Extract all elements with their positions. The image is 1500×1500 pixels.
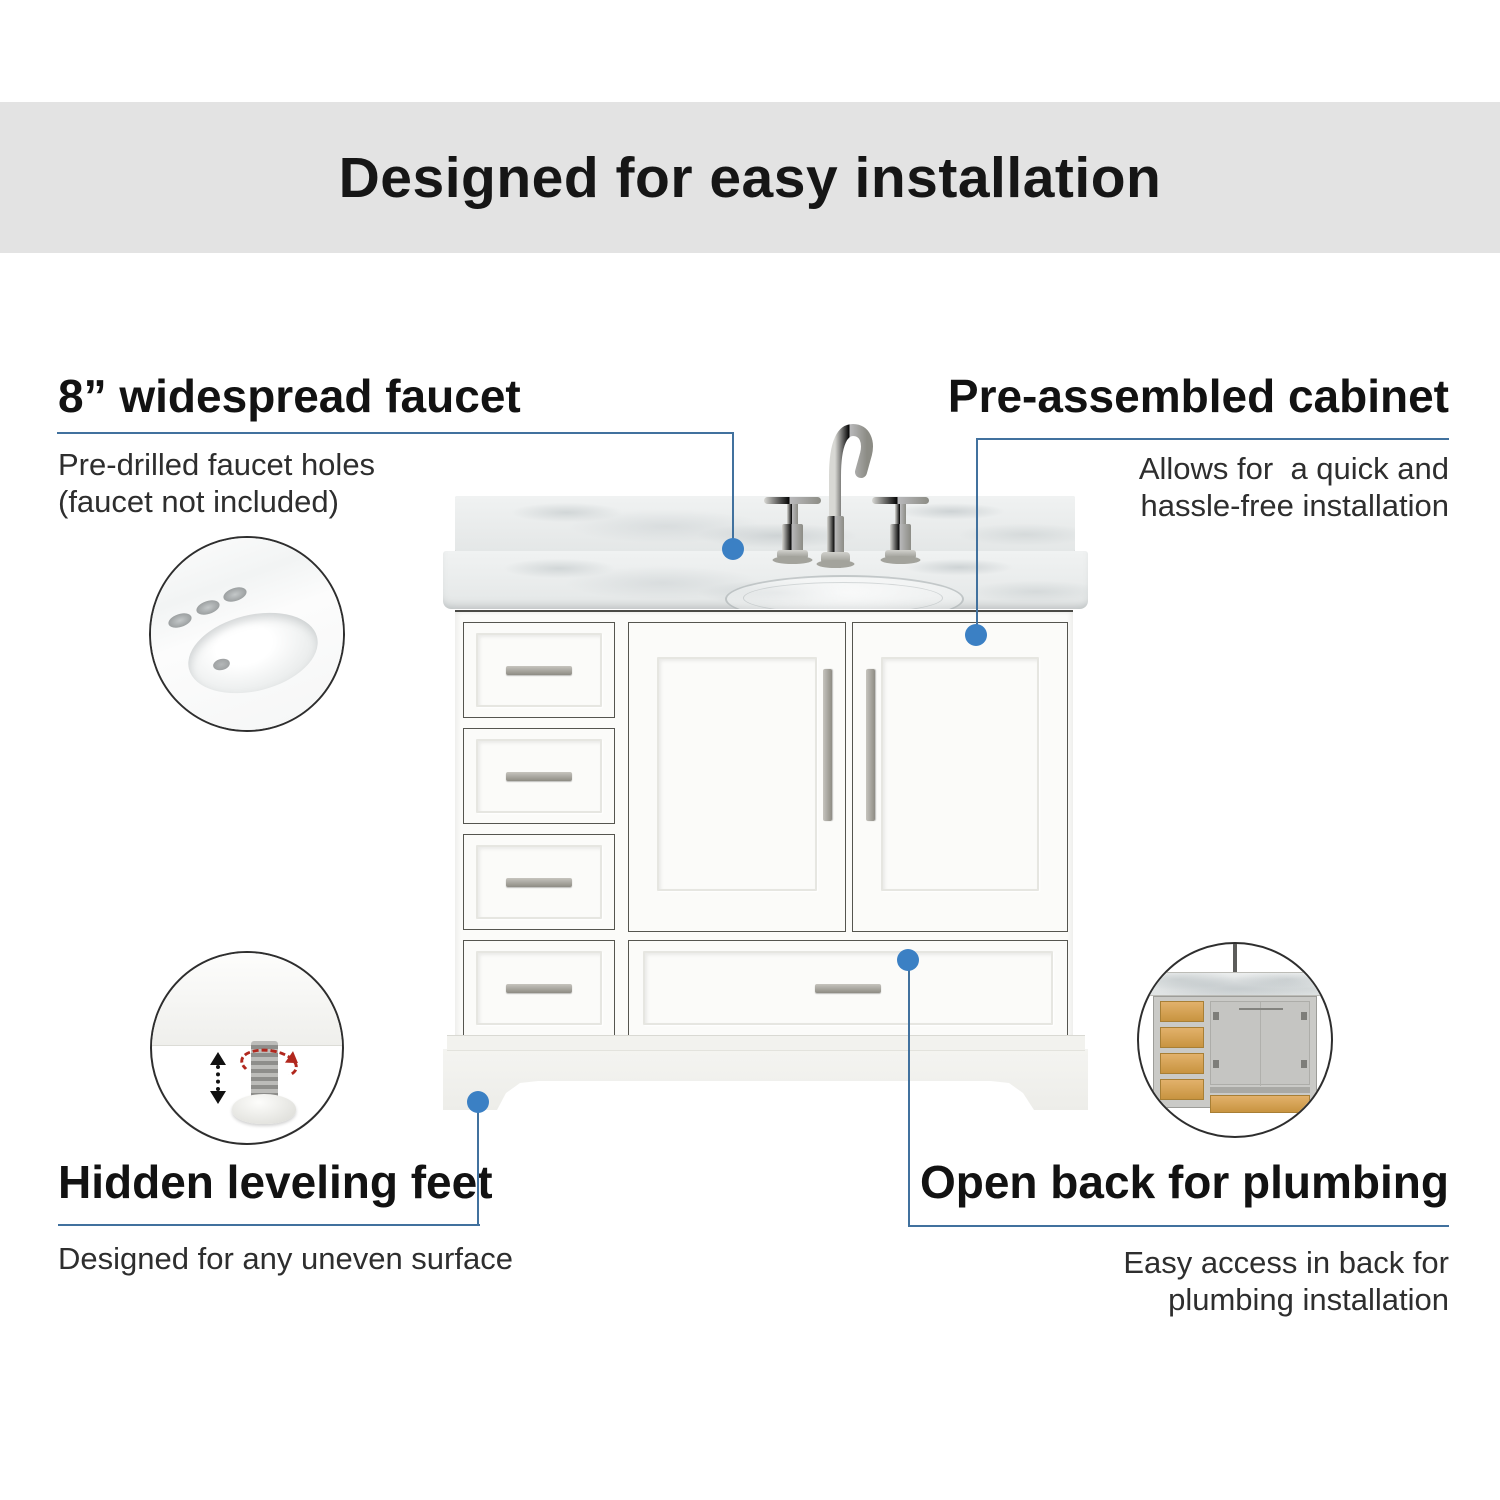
connector-feet-h — [58, 1224, 480, 1226]
drain-pipe-icon — [1239, 1008, 1283, 1010]
drawer-pull — [506, 878, 572, 887]
callout-plumbing-line2: plumbing installation — [1168, 1282, 1449, 1317]
wood-drawer-box — [1160, 1001, 1204, 1022]
drawer-panel — [476, 845, 602, 919]
marble-backsplash — [455, 496, 1075, 552]
title-banner: Designed for easy installation — [0, 102, 1500, 253]
marker-dot-plumbing — [897, 949, 919, 971]
drawer-panel — [476, 739, 602, 813]
cabinet-rear-body — [1153, 996, 1317, 1113]
arrow-up-icon — [210, 1052, 226, 1065]
cabinet-bottom-edge — [152, 953, 342, 1046]
marble-countertop — [443, 551, 1088, 609]
sink-basin-inner-outline — [743, 582, 943, 609]
callout-plumbing-heading: Open back for plumbing — [919, 1156, 1449, 1208]
door-right — [852, 622, 1068, 932]
faucet-handle-right — [872, 497, 929, 564]
door-pull — [866, 669, 875, 821]
drawer-3 — [463, 834, 615, 930]
marble-top-rear — [1147, 972, 1323, 996]
callout-cabinet-line1: Allows for a quick and — [1138, 451, 1449, 486]
callout-faucet-line2: (faucet not included) — [58, 484, 339, 519]
connector-feet-v — [477, 1108, 479, 1226]
drawer-4 — [463, 940, 615, 1036]
widespread-faucet-icon — [764, 423, 929, 568]
drawer-pull — [506, 772, 572, 781]
faucet-handle-left — [764, 497, 821, 564]
marker-dot-feet — [467, 1091, 489, 1113]
connector-faucet-v — [732, 432, 734, 542]
drawer-panel — [476, 951, 602, 1025]
connector-cabinet-h — [976, 438, 1449, 440]
door-pull — [823, 669, 832, 821]
wood-drawer-box — [1160, 1079, 1204, 1100]
foot-pad-icon — [232, 1094, 296, 1124]
hinge-icon — [1213, 1012, 1219, 1020]
page-title: Designed for easy installation — [338, 145, 1162, 210]
rear-door-panel — [1210, 1001, 1310, 1086]
arrow-shaft — [216, 1065, 220, 1091]
callout-feet-heading: Hidden leveling feet — [58, 1156, 493, 1208]
open-back-inset-icon — [1137, 942, 1333, 1138]
sink-top-inset-icon — [149, 536, 345, 732]
base-skirt-with-feet — [443, 1049, 1088, 1110]
door-panel — [657, 657, 817, 891]
wood-drawer-box — [1160, 1053, 1204, 1074]
wood-drawer-box — [1160, 1027, 1204, 1048]
door-left — [628, 622, 846, 932]
threaded-screw-icon — [251, 1041, 278, 1099]
connector-plumbing-v — [908, 966, 910, 1227]
drawer-panel — [476, 633, 602, 707]
faucet-stub — [1233, 944, 1237, 974]
drawer-bottom-wide — [628, 940, 1068, 1036]
base-molding — [447, 1035, 1085, 1051]
wood-drawer-box-wide — [1210, 1095, 1310, 1113]
hinge-icon — [1213, 1060, 1219, 1068]
marker-dot-faucet — [722, 538, 744, 560]
panel-split-line — [1260, 1002, 1261, 1086]
hinge-icon — [1301, 1060, 1307, 1068]
connector-faucet-h — [57, 432, 734, 434]
vanity-cabinet — [455, 610, 1073, 1037]
callout-feet-line1: Designed for any uneven surface — [58, 1241, 513, 1276]
drawer-1 — [463, 622, 615, 718]
drawer-2 — [463, 728, 615, 824]
marker-dot-cabinet — [965, 624, 987, 646]
drawer-pull — [506, 984, 572, 993]
callout-plumbing-line1: Easy access in back for — [1123, 1245, 1449, 1280]
callout-cabinet-heading: Pre-assembled cabinet — [947, 370, 1449, 422]
faucet-spout — [829, 423, 873, 568]
connector-plumbing-h — [908, 1225, 1449, 1227]
drawer-pull — [815, 984, 881, 993]
callout-cabinet-line2: hassle-free installation — [1140, 488, 1449, 523]
drawer-pull — [506, 666, 572, 675]
callout-faucet-line1: Pre-drilled faucet holes — [58, 447, 376, 482]
leveling-foot-inset-icon — [150, 951, 344, 1145]
drawer-panel — [643, 951, 1053, 1025]
rear-rail — [1210, 1087, 1310, 1093]
hinge-icon — [1301, 1012, 1307, 1020]
door-panel — [881, 657, 1039, 891]
arrow-down-icon — [210, 1091, 226, 1104]
connector-cabinet-v — [976, 438, 978, 628]
callout-faucet-heading: 8” widespread faucet — [58, 370, 521, 422]
